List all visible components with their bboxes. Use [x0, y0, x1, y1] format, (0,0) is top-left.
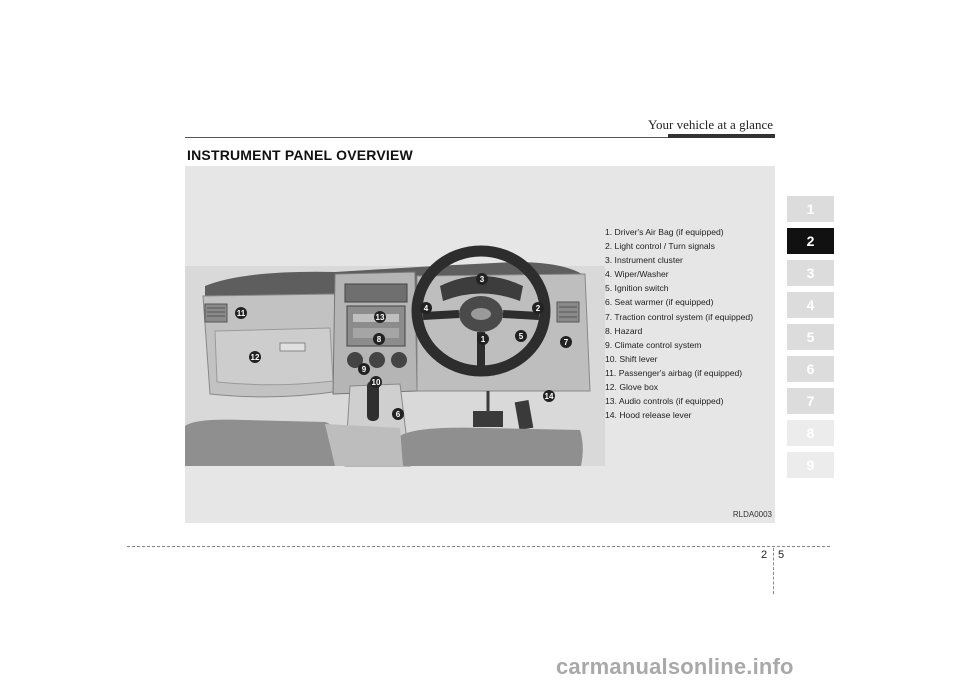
callout-2: 2 — [532, 302, 544, 314]
svg-text:9: 9 — [362, 365, 367, 374]
legend-item: 3. Instrument cluster — [605, 255, 683, 266]
callout-10: 10 — [370, 376, 382, 388]
legend-item: 14. Hood release lever — [605, 410, 692, 421]
instrument-panel-figure: 1 2 3 4 5 6 7 8 9 10 11 12 13 14 1. Driv… — [185, 166, 775, 523]
callout-14: 14 — [543, 390, 555, 402]
svg-text:5: 5 — [519, 332, 524, 341]
svg-text:2: 2 — [536, 304, 541, 313]
legend-item: 7. Traction control system (if equipped) — [605, 311, 754, 322]
legend-item: 4. Wiper/Washer — [605, 269, 669, 280]
chapter-tab-6[interactable]: 6 — [787, 356, 834, 382]
callout-12: 12 — [249, 351, 261, 363]
chapter-tab-2[interactable]: 2 — [787, 228, 834, 254]
dashboard-illustration — [185, 245, 605, 467]
parts-legend: 1. Driver's Air Bag (if equipped) 2. Lig… — [605, 225, 753, 422]
svg-text:1: 1 — [481, 335, 486, 344]
legend-item: 9. Climate control system — [605, 339, 702, 350]
callout-8: 8 — [373, 333, 385, 345]
header-rule — [185, 137, 775, 138]
legend-item: 1. Driver's Air Bag (if equipped) — [605, 227, 724, 237]
svg-text:14: 14 — [545, 392, 554, 401]
chapter-tab-3[interactable]: 3 — [787, 260, 834, 286]
chapter-tabs: 1 2 3 4 5 6 7 8 9 — [787, 196, 834, 484]
chapter-tab-5[interactable]: 5 — [787, 324, 834, 350]
callout-11: 11 — [235, 307, 247, 319]
chapter-header-title: Your vehicle at a glance — [647, 117, 773, 132]
section-title: INSTRUMENT PANEL OVERVIEW — [187, 147, 413, 163]
figure-code: RLDA0003 — [732, 510, 772, 519]
callout-6: 6 — [392, 408, 404, 420]
header-rule-accent — [668, 134, 775, 138]
watermark: carmanualsonline.info — [556, 654, 794, 679]
legend-item: 11. Passenger's airbag (if equipped) — [605, 367, 743, 378]
footer-rule — [127, 546, 830, 547]
callout-3: 3 — [476, 273, 488, 285]
legend-item: 10. Shift lever — [605, 353, 658, 364]
legend-item: 12. Glove box — [605, 382, 659, 393]
page-number: 5 — [778, 549, 785, 561]
chapter-tab-4[interactable]: 4 — [787, 292, 834, 318]
callout-4: 4 — [420, 302, 432, 314]
footer-divider — [773, 548, 774, 594]
svg-text:12: 12 — [251, 353, 260, 362]
svg-text:11: 11 — [237, 309, 246, 318]
callout-1: 1 — [477, 333, 489, 345]
callout-13: 13 — [374, 311, 386, 323]
chapter-tab-7[interactable]: 7 — [787, 388, 834, 414]
chapter-tab-1[interactable]: 1 — [787, 196, 834, 222]
legend-item: 13. Audio controls (if equipped) — [605, 396, 724, 407]
legend-item: 5. Ignition switch — [605, 283, 669, 294]
svg-text:4: 4 — [424, 304, 429, 313]
svg-text:7: 7 — [564, 338, 569, 347]
svg-text:8: 8 — [377, 335, 382, 344]
svg-text:13: 13 — [376, 313, 385, 322]
svg-text:6: 6 — [396, 410, 401, 419]
callout-5: 5 — [515, 330, 527, 342]
svg-text:3: 3 — [480, 275, 485, 284]
legend-item: 8. Hazard — [605, 325, 643, 336]
callout-7: 7 — [560, 336, 572, 348]
legend-item: 6. Seat warmer (if equipped) — [605, 297, 714, 308]
chapter-tab-9[interactable]: 9 — [787, 452, 834, 478]
svg-text:10: 10 — [372, 378, 381, 387]
callout-markers: 1 2 3 4 5 6 7 8 9 10 11 12 13 14 — [235, 273, 572, 420]
legend-item: 2. Light control / Turn signals — [605, 241, 715, 252]
section-number: 2 — [761, 549, 768, 561]
callout-9: 9 — [358, 363, 370, 375]
chapter-tab-8[interactable]: 8 — [787, 420, 834, 446]
